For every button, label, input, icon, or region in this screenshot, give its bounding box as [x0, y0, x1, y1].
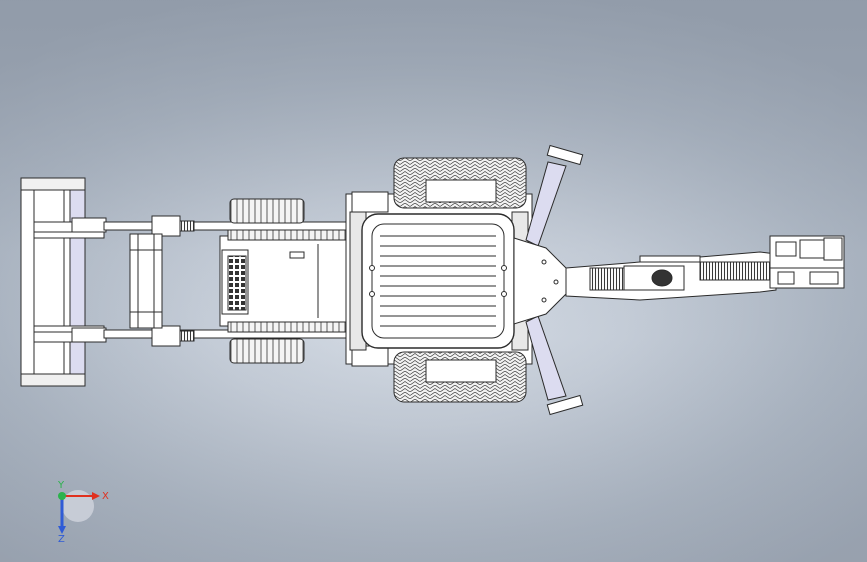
- track-rollers[interactable]: [229, 198, 305, 364]
- triad-base-icon: [62, 490, 94, 522]
- z-axis-arrowhead-icon: [58, 526, 66, 534]
- engine-compartment[interactable]: [219, 229, 361, 333]
- cab-roof[interactable]: [361, 213, 515, 349]
- z-axis-label: Z: [58, 534, 65, 544]
- y-axis-label: Y: [57, 480, 65, 491]
- x-axis-label: X: [102, 491, 109, 502]
- stabilizer-legs[interactable]: [525, 144, 584, 416]
- boom-mount[interactable]: [513, 237, 569, 325]
- front-wheels[interactable]: [393, 157, 527, 403]
- excavator-assembly[interactable]: [20, 144, 845, 416]
- reference-triad: X Y Z: [57, 480, 109, 544]
- front-blade[interactable]: [20, 177, 105, 387]
- y-axis-dot-icon: [58, 492, 66, 500]
- x-axis-arrowhead-icon: [92, 492, 100, 500]
- boom-arm[interactable]: [565, 251, 777, 301]
- bucket-attachment[interactable]: [769, 235, 845, 289]
